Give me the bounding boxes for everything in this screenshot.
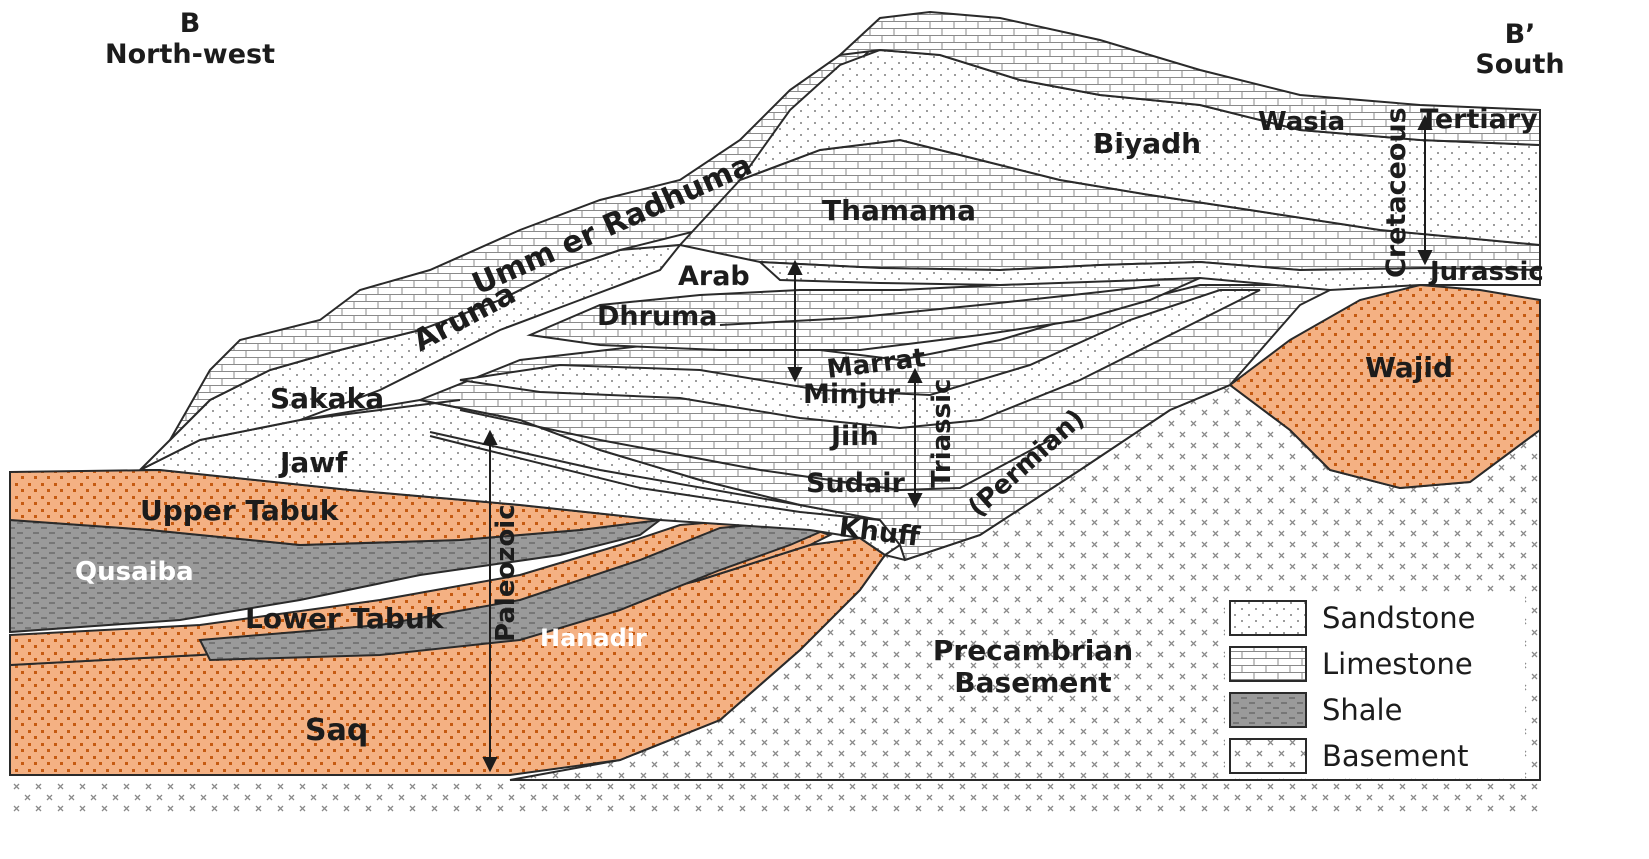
basement-strip: [10, 780, 1540, 816]
legend-swatch-basement: [1230, 739, 1306, 773]
label-hanadir: Hanadir: [540, 624, 647, 652]
label-lower-tabuk: Lower Tabuk: [245, 602, 445, 635]
label-arab: Arab: [678, 261, 750, 292]
section-start-letter: B: [180, 8, 201, 39]
legend-swatch-sandstone: [1230, 601, 1306, 635]
legend-swatch-limestone: [1230, 647, 1306, 681]
label-minjur: Minjur: [803, 379, 901, 410]
label-thamama: Thamama: [822, 194, 976, 227]
section-end-letter: B’: [1505, 19, 1536, 50]
label-qusaiba: Qusaiba: [75, 557, 194, 587]
label-sudair: Sudair: [806, 468, 905, 499]
label-jiih: Jiih: [829, 421, 879, 452]
label-biyadh: Biyadh: [1093, 127, 1201, 160]
label-jawf: Jawf: [278, 446, 348, 479]
label-basement: Basement: [954, 666, 1111, 699]
label-wasia: Wasia: [1258, 107, 1345, 137]
label-saq: Saq: [305, 713, 368, 748]
legend: Sandstone Limestone Shale Basement: [1225, 596, 1525, 778]
label-cretaceous: Cretaceous: [1381, 107, 1412, 278]
label-upper-tabuk: Upper Tabuk: [140, 494, 340, 527]
label-dhruma: Dhruma: [597, 301, 718, 332]
legend-swatch-shale: [1230, 693, 1306, 727]
label-precambrian: Precambrian: [933, 634, 1133, 667]
label-triassic: Triassic: [927, 379, 957, 488]
legend-label-basement: Basement: [1322, 739, 1468, 773]
section-start-direction: North-west: [105, 39, 275, 70]
legend-label-sandstone: Sandstone: [1322, 601, 1475, 635]
label-paleozoic: Paleozoic: [491, 504, 521, 642]
label-sakaka: Sakaka: [270, 382, 384, 415]
label-tertiary: Tertiary: [1420, 104, 1538, 135]
label-jurassic: Jurassic: [1428, 257, 1544, 287]
legend-label-limestone: Limestone: [1322, 647, 1473, 681]
section-end-direction: South: [1475, 49, 1564, 80]
label-wajid: Wajid: [1365, 351, 1453, 384]
legend-label-shale: Shale: [1322, 693, 1402, 727]
